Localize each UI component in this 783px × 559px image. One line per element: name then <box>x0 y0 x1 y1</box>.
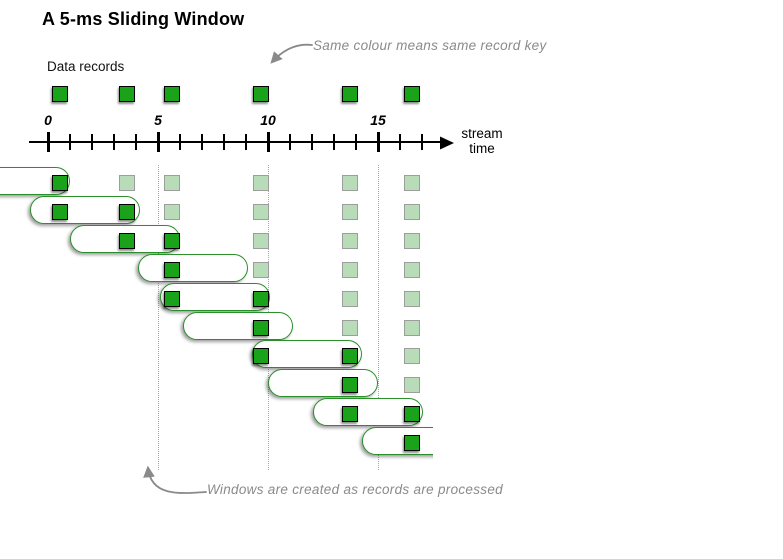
window-2-future-record-square <box>253 204 269 220</box>
minor-axis-tick <box>399 134 401 150</box>
minor-axis-tick <box>201 134 203 150</box>
window-1-future-record-square <box>342 175 358 191</box>
data-record-square-1 <box>52 86 68 102</box>
window-6-record-square <box>253 320 269 336</box>
window-7-record-square <box>253 348 269 364</box>
minor-axis-tick <box>289 134 291 150</box>
window-1-record-square <box>52 175 68 191</box>
window-5-record-square <box>164 291 180 307</box>
data-records-label: Data records <box>47 59 125 74</box>
minor-axis-tick <box>333 134 335 150</box>
minor-axis-tick <box>135 134 137 150</box>
major-axis-tick <box>156 132 160 152</box>
window-7-record-square <box>342 348 358 364</box>
stream-time-axis <box>29 141 440 143</box>
window-3-future-record-square <box>404 233 420 249</box>
window-9-record-square <box>404 406 420 422</box>
data-record-square-5 <box>342 86 358 102</box>
window-3-record-square <box>119 233 135 249</box>
page-title: A 5-ms Sliding Window <box>42 9 245 29</box>
window-2-future-record-square <box>164 204 180 220</box>
data-record-square-6 <box>404 86 420 102</box>
window-3-record-square <box>164 233 180 249</box>
window-3-future-record-square <box>253 233 269 249</box>
window-4-future-record-square <box>342 262 358 278</box>
window-1-future-record-square <box>164 175 180 191</box>
window-pill-8 <box>268 369 378 397</box>
window-2-record-square <box>52 204 68 220</box>
minor-axis-tick <box>91 134 93 150</box>
window-1-future-record-square <box>253 175 269 191</box>
axis-tick-label-0: 0 <box>44 112 52 128</box>
minor-axis-tick <box>245 134 247 150</box>
window-1-future-record-square <box>404 175 420 191</box>
window-1-future-record-square <box>119 175 135 191</box>
minor-axis-tick <box>179 134 181 150</box>
window-9-record-square <box>342 406 358 422</box>
axis-tick-label-10: 10 <box>260 112 276 128</box>
guide-line-5ms <box>157 165 159 470</box>
bottom-annotation-arrow-icon <box>143 465 207 494</box>
window-2-future-record-square <box>404 204 420 220</box>
stream-time-line1: stream <box>461 126 503 141</box>
window-5-record-square <box>253 291 269 307</box>
minor-axis-tick <box>355 134 357 150</box>
data-record-square-2 <box>119 86 135 102</box>
minor-axis-tick <box>223 134 225 150</box>
window-6-future-record-square <box>404 320 420 336</box>
window-4-future-record-square <box>404 262 420 278</box>
window-3-future-record-square <box>342 233 358 249</box>
window-10-record-square <box>404 435 420 451</box>
annotation-same-colour: Same colour means same record key <box>313 38 547 53</box>
window-7-future-record-square <box>404 348 420 364</box>
guide-line-15ms <box>377 165 379 470</box>
window-pill-10 <box>362 427 433 455</box>
stream-time-line2: time <box>469 141 495 156</box>
window-pill-4 <box>138 254 248 282</box>
window-4-record-square <box>164 262 180 278</box>
window-5-future-record-square <box>404 291 420 307</box>
window-4-future-record-square <box>253 262 269 278</box>
top-annotation-arrow-icon <box>270 43 313 64</box>
axis-arrowhead-icon <box>440 136 454 150</box>
window-pill-6 <box>183 312 293 340</box>
minor-axis-tick <box>69 134 71 150</box>
data-record-square-3 <box>164 86 180 102</box>
annotation-windows-created: Windows are created as records are proce… <box>207 482 503 497</box>
window-8-future-record-square <box>404 377 420 393</box>
major-axis-tick <box>376 132 380 152</box>
stream-time-label: stream time <box>457 126 507 156</box>
window-2-record-square <box>119 204 135 220</box>
window-6-future-record-square <box>342 320 358 336</box>
window-8-record-square <box>342 377 358 393</box>
minor-axis-tick <box>421 134 423 150</box>
window-pill-clip-10 <box>356 421 433 463</box>
window-5-future-record-square <box>342 291 358 307</box>
axis-tick-label-5: 5 <box>154 112 162 128</box>
axis-tick-label-15: 15 <box>370 112 386 128</box>
major-axis-tick <box>46 132 50 152</box>
major-axis-tick <box>266 132 270 152</box>
data-record-square-4 <box>253 86 269 102</box>
window-2-future-record-square <box>342 204 358 220</box>
minor-axis-tick <box>113 134 115 150</box>
minor-axis-tick <box>311 134 313 150</box>
